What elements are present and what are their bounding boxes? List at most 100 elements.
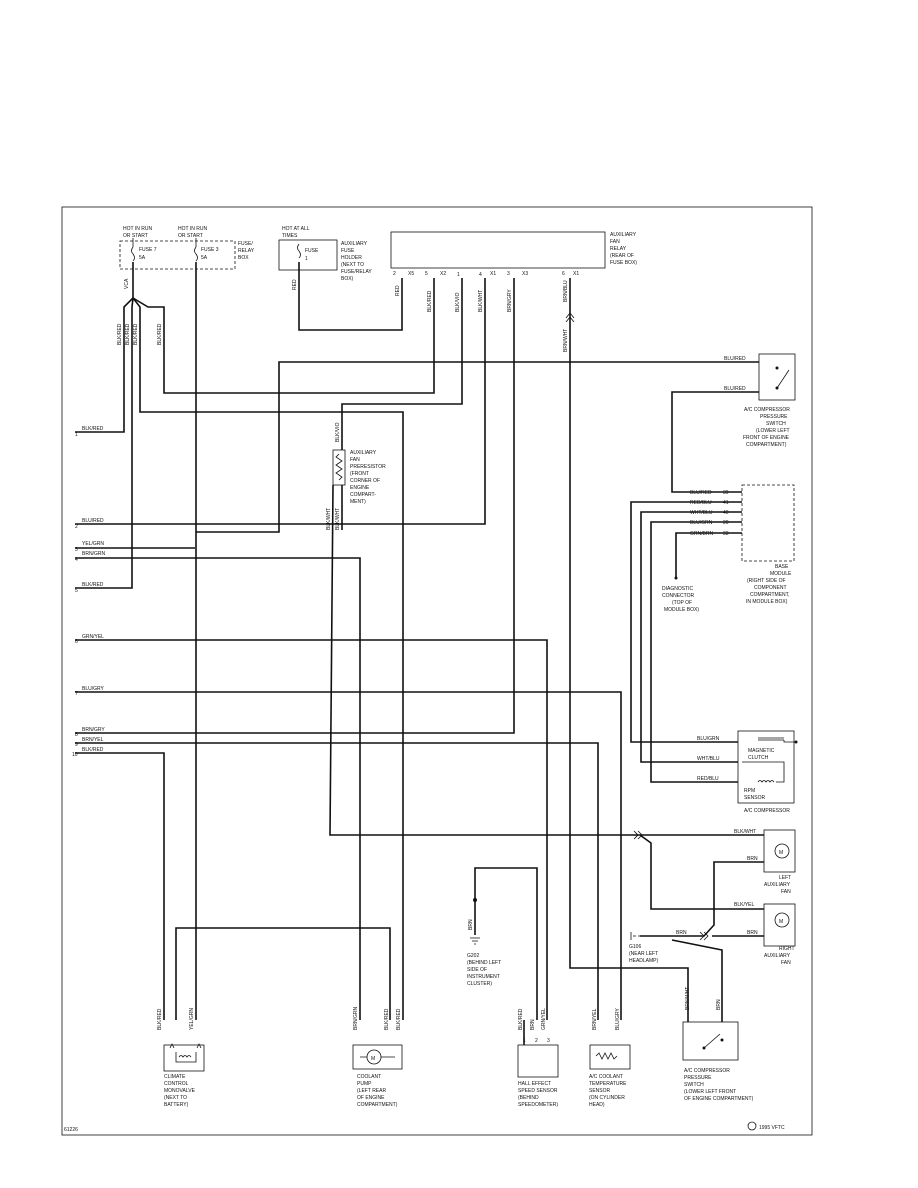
- component-label: PUMP: [357, 1081, 372, 1087]
- component-label: FAN: [350, 457, 360, 463]
- component-label: OF ENGINE: [357, 1095, 385, 1101]
- wire-label: BLK/RED: [157, 323, 163, 345]
- diagnostic-connector: DIAGNOSTIC CONNECTOR (TOP OF MODULE BOX): [662, 576, 699, 613]
- wire-label: BRN: [676, 930, 687, 936]
- fan-preresistor: AUXILIARY FAN PRERESISTOR (FRONT CORNER …: [332, 449, 386, 505]
- wire-label: RED: [292, 279, 298, 290]
- aux-fan-relay: AUXILIARY FAN RELAY (REAR OF FUSE BOX) 2…: [390, 231, 637, 278]
- component-label: FAN: [781, 960, 791, 966]
- component-label: AUXILIARY: [764, 882, 791, 888]
- wire-label: GRN/YEL: [541, 1008, 547, 1030]
- pin-number: 33: [723, 531, 729, 537]
- component-label: RIGHT: [779, 946, 795, 952]
- wire-label: BLK/VIO: [335, 422, 341, 442]
- wire-label: BLK/VIO: [455, 292, 461, 312]
- component-label: A/C COMPRESSOR: [684, 1068, 730, 1074]
- ac-pressure-switch-lower: BRN/WHT BRN A/C COMPRESSOR PRESSURE SWIT…: [682, 987, 754, 1102]
- aux-fuse-holder-box: [278, 239, 338, 271]
- component-label: A/C COMPRESSOR: [744, 808, 790, 814]
- aux-fuse-label: FUSE: [305, 248, 319, 254]
- component-label: MENT): [350, 499, 366, 505]
- relay-label5: FUSE BOX): [610, 260, 637, 266]
- wire-label: GRN/BRN: [690, 531, 713, 537]
- component-label: TEMPERATURE: [589, 1081, 627, 1087]
- pin-number: 41: [723, 500, 729, 506]
- component-label: (TOP OF: [672, 600, 692, 606]
- resistor-icon: [335, 453, 343, 481]
- component-label: (BEHIND LEFT: [467, 960, 501, 966]
- fuse7-hot-line1: HOT IN RUN: [123, 226, 152, 232]
- aux-holder-line6: BOX): [341, 276, 354, 282]
- component-label: (NEAR LEFT: [629, 951, 658, 957]
- switch-icon: [776, 369, 790, 389]
- wire-label: BLU/RED: [690, 490, 712, 496]
- base-module: BLU/RED RED/BLU WHT/BLU BLU/GRN GRN/BRN …: [690, 484, 795, 605]
- wire-label: BRN: [747, 930, 758, 936]
- component-label: PRESSURE: [684, 1075, 712, 1081]
- wire-label: BLK/RED: [518, 1008, 524, 1030]
- component-label: (LOWER LEFT FRONT: [684, 1089, 736, 1095]
- ac-pressure-switch: BLU/RED BLU/RED A/C COMPRESSOR PRESSURE …: [724, 353, 796, 448]
- component-label: (RIGHT SIDE OF: [747, 578, 786, 584]
- component-label: A/C COMPRESSOR: [744, 407, 790, 413]
- wire-label: RED: [395, 285, 401, 296]
- wire-label: BRN/YEL: [82, 737, 104, 743]
- relay-pin: 2: [393, 271, 396, 277]
- component-label: COMPARTMENT): [357, 1102, 398, 1108]
- component-label: G106: [629, 944, 641, 950]
- aux-holder-line1: AUXILIARY: [341, 241, 368, 247]
- wire-label: RED/BLU: [690, 500, 712, 506]
- component-label: MONOVALVE: [164, 1088, 196, 1094]
- g106-ground: BRN G106 (NEAR LEFT HEADLAMP): [629, 930, 687, 964]
- coil-icon: [178, 1055, 192, 1058]
- relay-label3: RELAY: [610, 246, 627, 252]
- left-aux-fan: M BLK/WHT BRN LEFT AUXILIARY FAN: [734, 829, 796, 895]
- wire-label: RED/BLU: [697, 776, 719, 782]
- relay-pin: X5: [408, 271, 414, 277]
- motor-icon: [774, 843, 790, 859]
- pin-number: 40: [723, 510, 729, 516]
- component-label: SPEED SENSOR: [518, 1088, 558, 1094]
- right-aux-fan: M BLK/YEL BRN RIGHT AUXILIARY FAN: [734, 902, 796, 966]
- component-label: IN MODULE BOX): [746, 599, 788, 605]
- pin-number: 4: [75, 557, 78, 563]
- fuse-relay-box-label3: BOX: [238, 255, 249, 261]
- connector-mark: [565, 312, 575, 323]
- wire-label: BLK/YEL: [734, 902, 755, 908]
- resistor-icon: [595, 1052, 618, 1060]
- component-label: COMPARTMENT): [746, 442, 787, 448]
- wire-label: BLK/WHT: [478, 290, 484, 312]
- fuse3-label: FUSE 3: [201, 247, 219, 253]
- vertical-wire-labels: BLK/RED BLK/RED BLK/RED BLK/RED RED RED …: [117, 279, 569, 530]
- wire-label: BRN: [747, 856, 758, 862]
- wire-label: BLK/WHT: [326, 508, 332, 530]
- pin-number: 1: [523, 1038, 526, 1044]
- pin-number: 2: [535, 1038, 538, 1044]
- copyright-icon: [747, 1121, 757, 1131]
- wire-label: BLU/GRY: [82, 686, 105, 692]
- g202-ground: BRN G202 (BEHIND LEFT SIDE OF INSTRUMENT…: [467, 919, 501, 987]
- component-label: MODULE BOX): [664, 607, 699, 613]
- component-label: INSTRUMENT: [467, 974, 500, 980]
- fuse3-hot-line2: OR START: [178, 233, 203, 239]
- hall-speed-sensor: BLK/RED BRN GRN/YEL 1 2 3 HALL EFFECT SP…: [517, 1008, 559, 1108]
- g202-node: [473, 898, 477, 902]
- relay-pin: X1: [490, 271, 496, 277]
- aux-holder-line4: (NEXT TO: [341, 262, 364, 268]
- switch-icon: [703, 1033, 721, 1049]
- wire-label: BLK/RED: [396, 1008, 402, 1030]
- relay-pin: X3: [522, 271, 528, 277]
- component-label: (BEHIND: [518, 1095, 539, 1101]
- aux-fuse-number: 1: [305, 256, 308, 262]
- fuse-relay-box-label2: RELAY: [238, 248, 255, 254]
- component-label: DIAGNOSTIC: [662, 586, 694, 592]
- wire-label: BLK/RED: [117, 323, 123, 345]
- module-left-pins: 1 BLK/RED 2 BLU/RED 3 YEL/GRN 4 BRN/GRN …: [72, 426, 105, 758]
- wire-label: BLK/RED: [384, 1008, 390, 1030]
- wire-label: BRN: [716, 999, 722, 1010]
- sensor-icon: [517, 1044, 559, 1078]
- relay-label2: FAN: [610, 239, 620, 245]
- pin-number: 5: [75, 588, 78, 594]
- relay-pin: 4: [479, 272, 482, 278]
- component-label: SWITCH: [766, 421, 786, 427]
